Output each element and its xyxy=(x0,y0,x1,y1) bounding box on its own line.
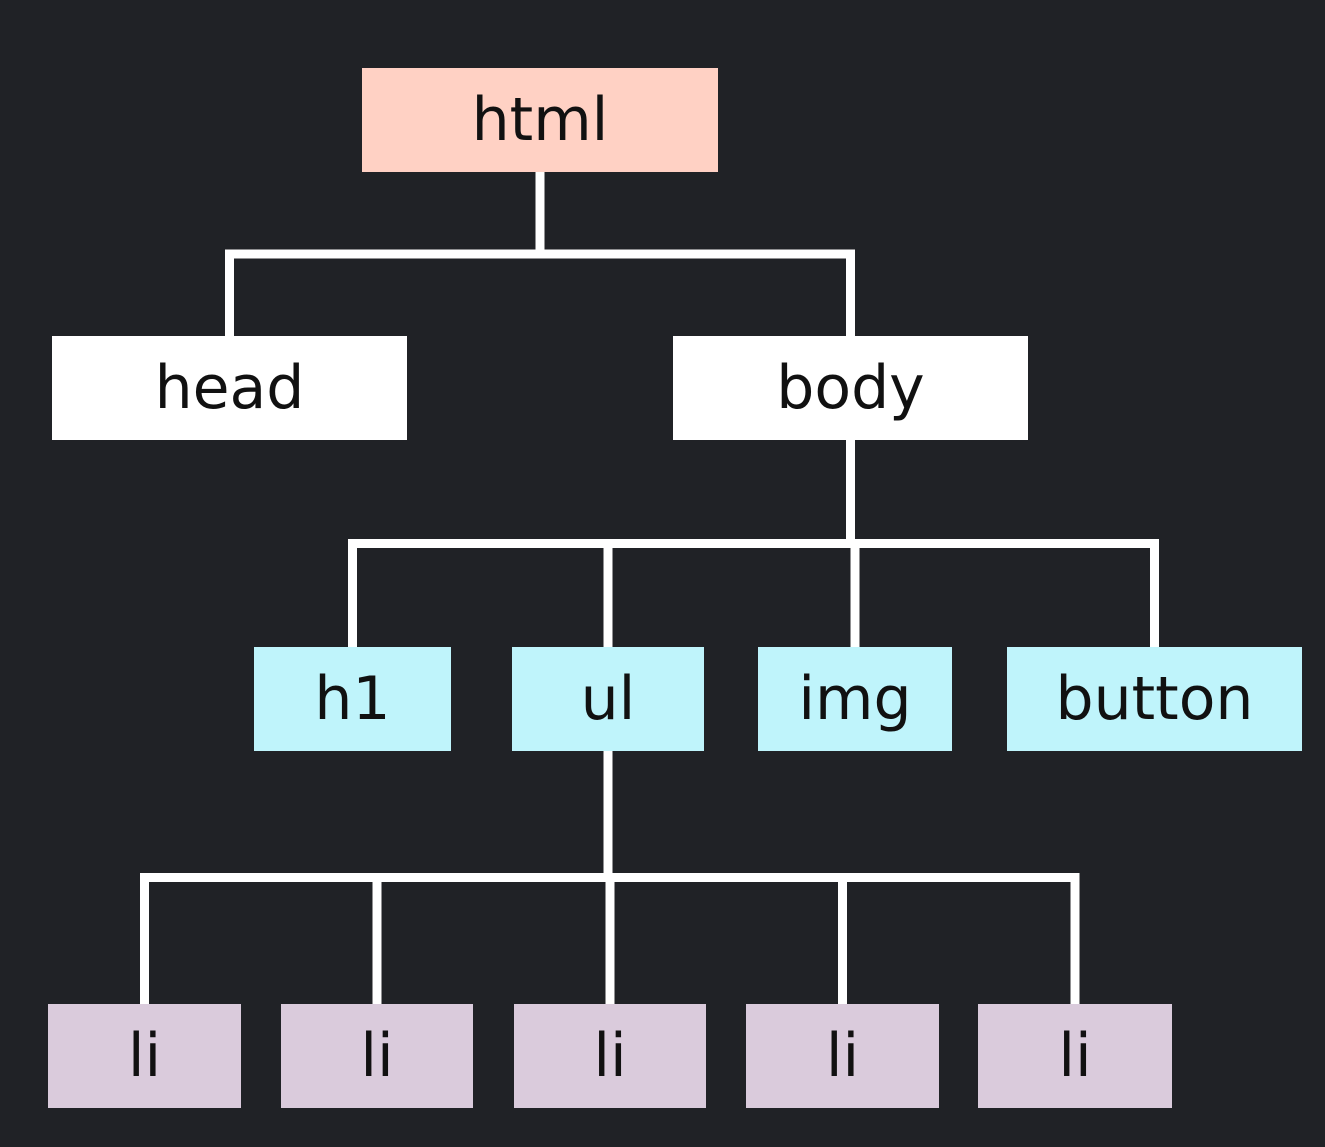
node-head-label: head xyxy=(154,353,305,423)
node-ul-label: ul xyxy=(580,664,636,734)
connector-group xyxy=(140,167,1159,1009)
node-button-label: button xyxy=(1055,664,1254,734)
node-li-5-label: li xyxy=(1058,1021,1092,1091)
node-li-2: li xyxy=(281,1004,473,1108)
node-li-1: li xyxy=(48,1004,241,1108)
node-ul: ul xyxy=(512,647,704,751)
node-li-2-label: li xyxy=(360,1021,394,1091)
node-button: button xyxy=(1007,647,1302,751)
node-li-5: li xyxy=(978,1004,1172,1108)
node-body: body xyxy=(673,336,1028,440)
node-li-1-label: li xyxy=(127,1021,162,1091)
node-body-label: body xyxy=(776,353,925,423)
node-li-4-label: li xyxy=(825,1021,860,1091)
node-li-3-label: li xyxy=(593,1021,627,1091)
node-head: head xyxy=(52,336,407,440)
node-h1: h1 xyxy=(254,647,451,751)
node-h1-label: h1 xyxy=(314,664,391,734)
node-li-3: li xyxy=(514,1004,706,1108)
node-img-label: img xyxy=(798,664,912,734)
node-li-4: li xyxy=(746,1004,939,1108)
node-img: img xyxy=(758,647,952,751)
node-html: html xyxy=(362,68,718,172)
node-html-label: html xyxy=(471,85,609,155)
